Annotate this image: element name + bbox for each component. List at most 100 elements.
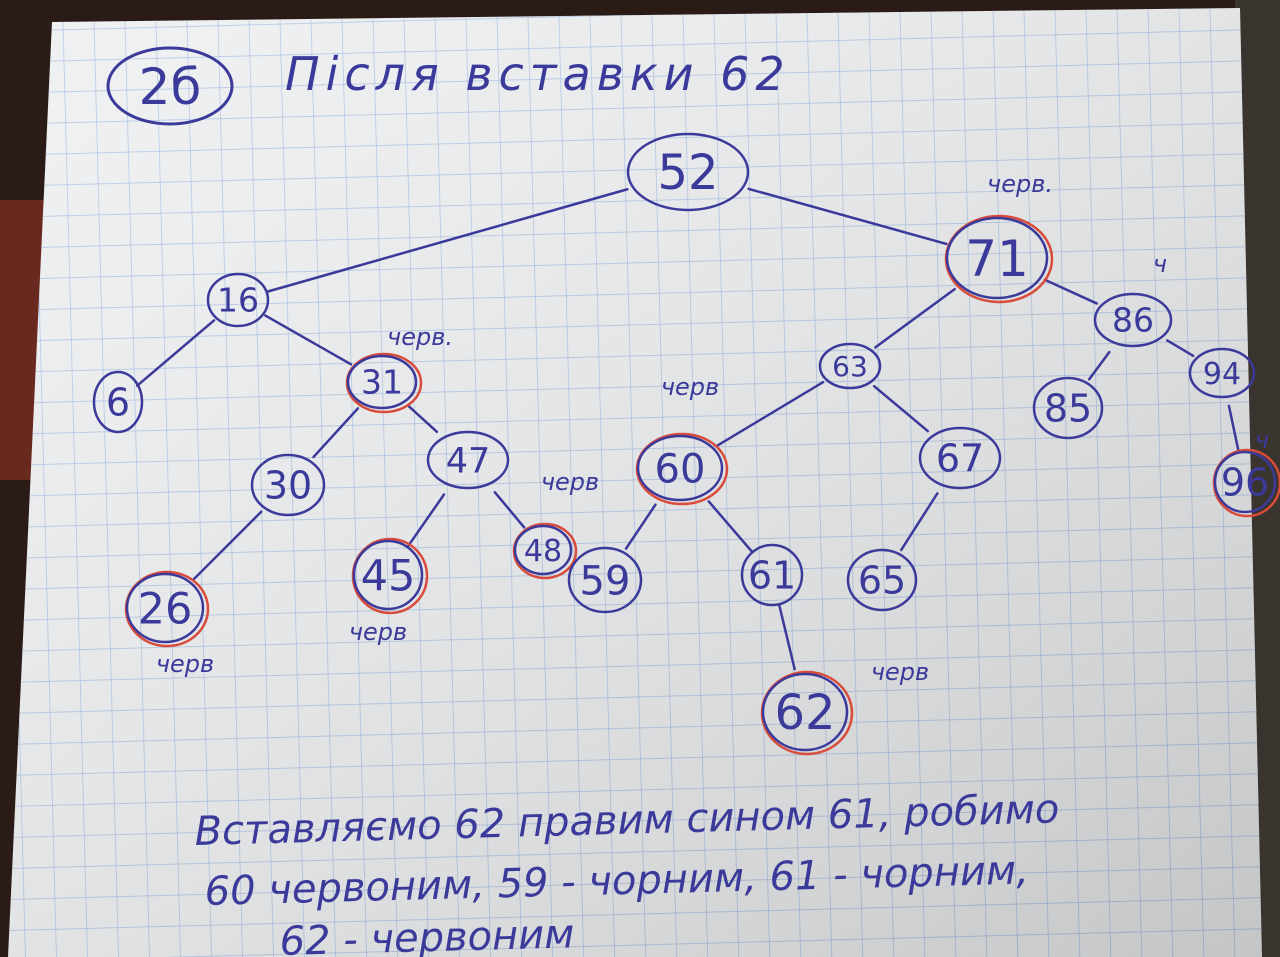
tree-node-96: 96 ч — [1212, 426, 1280, 518]
node-color-note: черв. — [387, 323, 453, 351]
node-color-note: ч — [1255, 426, 1269, 454]
node-value: 6 — [106, 381, 130, 425]
node-value: 63 — [832, 350, 868, 383]
node-circle — [352, 539, 424, 611]
tree-node-59: 59 — [567, 546, 643, 614]
node-color-note: черв — [661, 373, 719, 401]
tree-node-86: 86 ч — [1093, 250, 1173, 348]
node-value: 47 — [446, 442, 491, 482]
tree-node-65: 65 — [846, 548, 918, 612]
tree-edge-52-71 — [747, 187, 948, 246]
node-value: 31 — [361, 363, 403, 402]
tree-edge-86-85 — [1087, 350, 1111, 381]
node-circle — [818, 342, 882, 390]
node-color-note: черв — [156, 650, 214, 678]
node-value: 86 — [1112, 301, 1154, 340]
tree-node-63: 63 — [818, 342, 882, 390]
node-value: 67 — [936, 437, 984, 481]
node-color-note: черв. — [987, 170, 1053, 198]
tree-node-52: 52 — [626, 132, 750, 212]
node-circle — [567, 546, 643, 614]
tree-edge-63-60 — [716, 380, 825, 447]
node-value: 52 — [657, 145, 718, 201]
tree-nodes: 52 16 71 черв. 6 31 черв. 63 86 ч 30 47 60 черв 67 85 94… — [92, 132, 1280, 756]
node-value: 62 — [774, 685, 835, 741]
tree-edge-16-31 — [264, 314, 353, 366]
tree-edge-31-30 — [312, 407, 360, 459]
tree-edge-63-67 — [872, 384, 930, 433]
title-label: 2б — [139, 58, 202, 116]
tree-node-94: 94 — [1188, 347, 1256, 399]
node-circle — [761, 672, 849, 752]
node-value: 94 — [1203, 357, 1241, 392]
tree-node-45: 45 черв — [349, 537, 429, 646]
node-circle — [1093, 292, 1173, 348]
tree-edge-47-48 — [493, 491, 526, 529]
node-value: 96 — [1221, 461, 1269, 505]
node-circle — [1032, 376, 1104, 440]
node-circle — [125, 572, 205, 644]
tree-node-30: 30 — [250, 453, 326, 517]
node-color-note: черв — [541, 468, 599, 496]
node-circle — [636, 434, 724, 502]
node-circle — [1188, 347, 1256, 399]
node-value: 65 — [858, 559, 906, 603]
node-circle — [740, 543, 804, 607]
node-value: 48 — [524, 534, 562, 569]
node-circle — [846, 548, 918, 612]
tree-node-48: 48 черв — [512, 468, 599, 580]
tree-node-47: 47 — [426, 430, 510, 490]
node-color-note: ч — [1153, 250, 1167, 278]
tree-edge-86-94 — [1166, 339, 1195, 358]
tree-node-62: 62 черв — [760, 658, 929, 756]
tree-node-71: 71 черв. — [944, 170, 1054, 304]
tree-edge-60-59 — [624, 503, 657, 550]
node-circle — [1213, 450, 1277, 514]
node-circle — [626, 132, 750, 212]
node-value: 60 — [655, 446, 706, 492]
node-value: 71 — [965, 230, 1029, 288]
node-circle — [92, 370, 144, 434]
tree-edge-30-26 — [191, 510, 263, 582]
node-value: 45 — [361, 551, 416, 601]
node-value: 59 — [580, 558, 631, 604]
node-value: 16 — [217, 281, 259, 320]
tree-edge-60-61 — [707, 500, 753, 553]
tree-node-31: 31 черв. — [345, 323, 453, 414]
node-value: 30 — [264, 464, 312, 508]
node-circle — [426, 430, 510, 490]
tree-edge-61-62 — [778, 604, 796, 671]
node-color-note: черв — [349, 618, 407, 646]
tree-edge-31-47 — [407, 404, 439, 434]
node-circle — [346, 354, 418, 410]
tree-node-61: 61 — [740, 543, 804, 607]
node-circle — [918, 426, 1002, 490]
node-circle — [250, 453, 326, 517]
tree-node-60: 60 черв — [635, 373, 729, 506]
note-line-3: 62 - червоним — [279, 911, 575, 957]
node-circle — [945, 216, 1049, 300]
tree-node-16: 16 — [206, 272, 270, 328]
tree-edge-94-96 — [1227, 404, 1240, 453]
node-circle — [513, 524, 573, 576]
tree-node-67: 67 — [918, 426, 1002, 490]
title-text: Після вставки 62 — [285, 47, 791, 101]
tree-edge-47-45 — [407, 493, 446, 547]
tree-node-6: 6 — [92, 370, 144, 434]
node-value: 26 — [138, 584, 193, 634]
node-color-note: черв — [871, 658, 929, 686]
node-circle — [206, 272, 270, 328]
title-block: 2б Після вставки 62 — [106, 46, 791, 126]
tree-node-85: 85 — [1032, 376, 1104, 440]
node-value: 85 — [1044, 387, 1092, 431]
tree-edge-71-86 — [1043, 278, 1098, 305]
tree-edge-16-6 — [135, 319, 216, 387]
tree-node-26: 26 черв — [124, 570, 214, 678]
tree-edge-71-63 — [874, 287, 956, 349]
node-value: 61 — [748, 554, 796, 598]
tree-edge-52-16 — [267, 187, 629, 293]
tree-edges — [135, 187, 1240, 671]
title-label-circle — [106, 46, 234, 126]
tree-edge-67-65 — [899, 492, 939, 552]
